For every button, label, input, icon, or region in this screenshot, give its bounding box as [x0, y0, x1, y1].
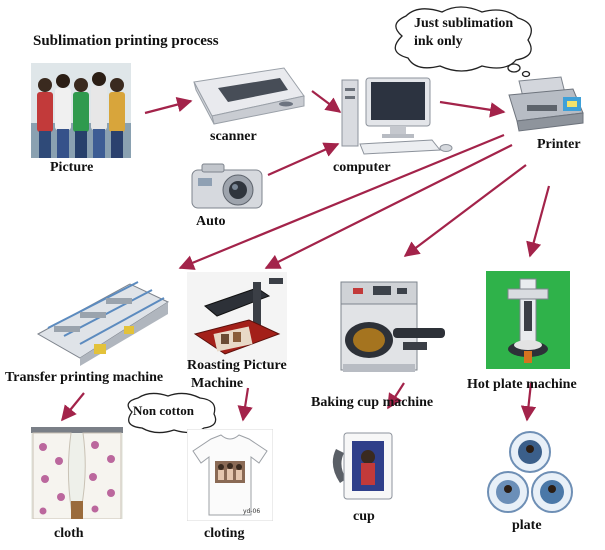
arrow-printer-roasting [264, 144, 513, 269]
transfer-label: Transfer printing machine [5, 370, 164, 385]
picture-label: Picture [50, 160, 94, 175]
baking-label: Baking cup machine [311, 395, 434, 410]
diagram-title: Sublimation printing process [33, 33, 219, 49]
arrow-printer-transfer [178, 133, 505, 270]
mug-image [330, 427, 398, 505]
scanner-image [193, 67, 305, 125]
plates-image [487, 431, 573, 513]
printer-label: Printer [537, 137, 581, 152]
computer-label: computer [333, 160, 391, 175]
arrow-computer-printer [439, 100, 506, 118]
cloth-label: cloth [54, 526, 84, 541]
transfer-machine-image [36, 281, 170, 366]
group-photo-image [31, 63, 131, 158]
cloth-curtain-image [31, 427, 123, 519]
heat-press-image [187, 272, 287, 362]
plate-label: plate [512, 518, 542, 533]
arrow-scanner-computer [311, 90, 342, 113]
cup-label: cup [353, 509, 375, 524]
arrow-picture-scanner [144, 97, 193, 115]
arrow-roasting-cloting [237, 387, 253, 422]
baking-cup-machine-image [340, 281, 445, 372]
arrow-printer-hotplate [526, 185, 551, 258]
non-cotton-callout: Non cotton [133, 403, 195, 418]
printer-image [508, 76, 584, 132]
cloting-label: cloting [204, 526, 245, 541]
shirt-tag-text: yd-06 [243, 508, 260, 515]
arrow-printer-baking [403, 164, 527, 257]
arrow-hotplate-plate [520, 382, 537, 422]
tshirt-image: yd-06 [187, 429, 273, 521]
auto-label: Auto [196, 214, 226, 229]
ink-callout-cloud [394, 6, 532, 78]
roasting-label-line1: Roasting Picture [187, 358, 287, 373]
scanner-label: scanner [210, 129, 257, 144]
computer-image [341, 77, 453, 155]
hot-plate-machine-image [486, 271, 570, 369]
hotplate-label: Hot plate machine [467, 377, 577, 392]
arrow-transfer-cloth [61, 392, 85, 422]
roasting-label-line2: Machine [191, 376, 244, 391]
camera-image [191, 163, 263, 209]
ink-callout-line1: Just sublimation [414, 16, 514, 31]
ink-callout-line2: ink only [414, 34, 463, 49]
arrow-baking-cup [387, 382, 405, 410]
arrow-auto-computer [267, 142, 340, 177]
